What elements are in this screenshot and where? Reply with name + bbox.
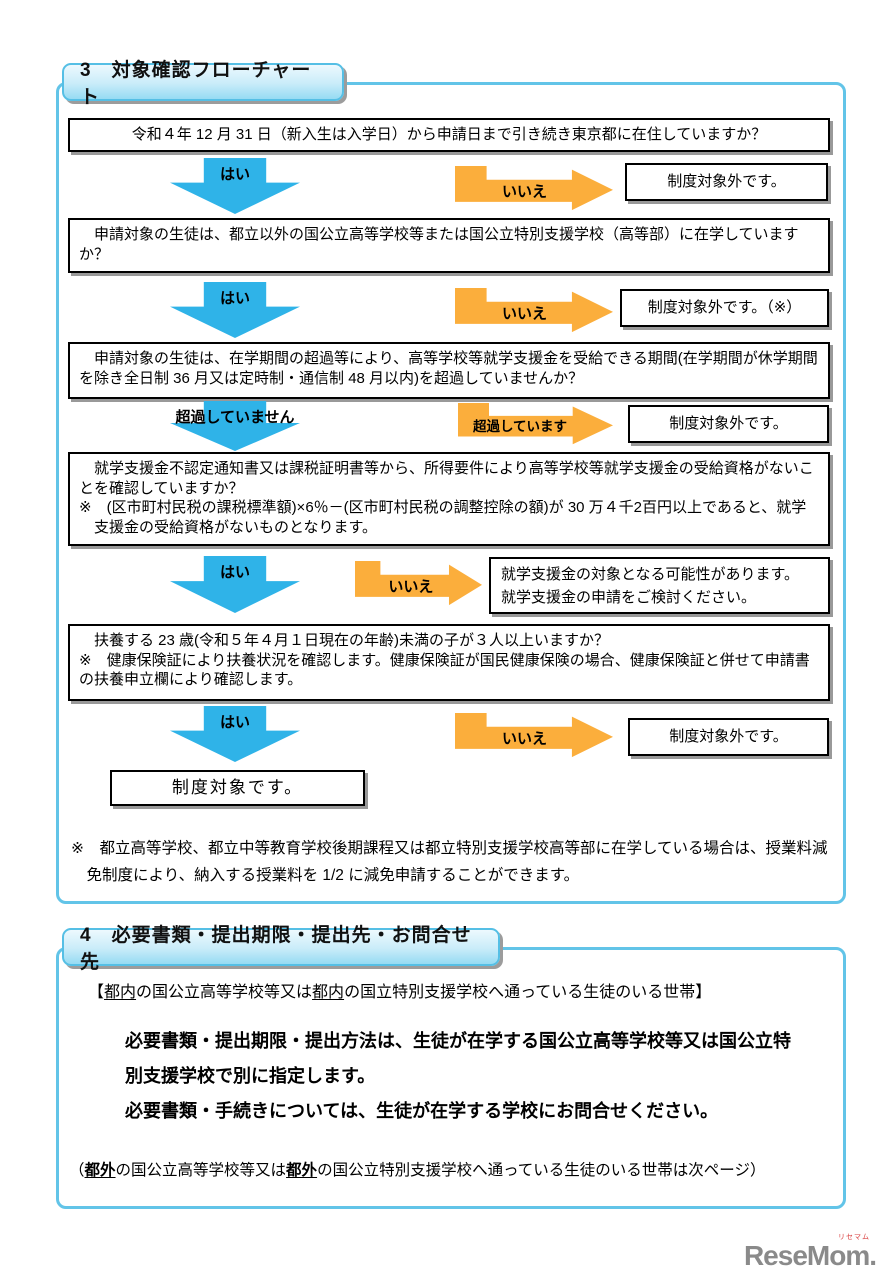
instruction-line2: 必要書類・手続きについては、生徒が在学する学校にお問合せください。 [125,1101,719,1122]
result-box-not-eligible-3: 制度対象外です。 [628,405,829,443]
question-text: 令和４年 12 月 31 日（新入生は入学日）から申請日まで引き続き東京都に在住… [131,126,767,144]
result-box-not-eligible-5: 制度対象外です。 [628,718,829,756]
instruction-line1: 必要書類・提出期限・提出方法は、生徒が在学する国公立高等学校等又は国公立特別支援… [125,1031,791,1087]
question-box-school-type: 申請対象の生徒は、都立以外の国公立高等学校等または国公立特別支援学校（高等部）に… [68,218,830,273]
no-label: いいえ [502,183,548,201]
documents-section-frame: 【都内の国公立高等学校等又は都内の国立特別支援学校へ通っている生徒のいる世帯】 … [56,947,846,1209]
no-arrow-1: いいえ [455,166,613,212]
logo-ruby-text: リセマム [838,1234,870,1241]
result-box-not-eligible-2: 制度対象外です。（※） [620,289,829,327]
documents-instructions: 必要書類・提出期限・提出方法は、生徒が在学する国公立高等学校等又は国公立特別支援… [125,1024,795,1129]
resemom-logo: リセマム ReseMom. [743,1232,877,1272]
result-text: 制度対象外です。（※） [647,299,802,317]
question-box-income-requirement: 就学支援金不認定通知書又は課税証明書等から、所得要件により高等学校等就学支援金の… [68,452,830,546]
result-text-line2: 就学支援金の申請をご検討ください。 [501,589,757,607]
yes-label: はい [219,290,251,307]
exceeded-label: 超過しています [472,419,568,435]
no-label: いいえ [502,730,548,748]
section3-header-tab: 3 対象確認フローチャート [62,60,344,108]
final-result-text: 制度対象です。 [171,777,304,797]
yes-label: はい [219,714,251,731]
result-box-not-eligible-1: 制度対象外です。 [625,163,828,201]
exceeded-arrow: 超過しています [458,403,613,446]
no-arrow-4: いいえ [355,561,482,607]
yes-arrow-5: はい [170,706,300,762]
no-label: いいえ [502,305,548,323]
flowchart-footnote: ※ 都立高等学校、都立中等教育学校後期課程又は都立特別支援学校高等部に在学してい… [71,840,828,885]
text-segment: の国公立高等学校等又は [136,984,313,1001]
yes-label: はい [219,564,251,581]
result-box-shugaku-shienkin: 就学支援金の対象となる可能性があります。 就学支援金の申請をご検討ください。 [489,557,830,614]
no-label: いいえ [388,578,434,596]
final-result-box-eligible: 制度対象です。 [110,770,365,806]
question-box-residence: 令和４年 12 月 31 日（新入生は入学日）から申請日まで引き続き東京都に在住… [68,118,830,152]
result-text-line1: 就学支援金の対象となる可能性があります。 [501,566,800,583]
next-page-note: （都外の国公立高等学校等又は都外の国公立特別支援学校へ通っている生徒のいる世帯は… [69,1158,765,1180]
text-segment: の国立特別支援学校へ通っている生徒のいる世帯】 [344,984,712,1001]
underlined-tonai: 都内 [104,984,137,1001]
question-box-enrollment-period: 申請対象の生徒は、在学期間の超過等により、高等学校等就学支援金を受給できる期間(… [68,342,830,399]
not-exceeded-arrow: 超過していません [170,401,300,451]
question-text: 扶養する 23 歳(令和５年４月１日現在の年齢)未満の子が３人以上いますか？ [79,632,610,649]
yes-label: はい [219,166,251,183]
no-arrow-5: いいえ [455,713,613,759]
underlined-togai: 都外 [84,1162,116,1179]
text-segment: の国公立高等学校等又は [115,1162,287,1179]
logo-wordmark: ReseMom. [743,1240,877,1271]
text-segment: の国公立特別支援学校へ通っている生徒のいる世帯は次ページ） [317,1162,766,1179]
yes-arrow-1: はい [170,158,300,214]
section4-header-tab: 4 必要書類・提出期限・提出先・お問合せ先 [62,925,500,973]
result-text: 制度対象外です。 [669,415,788,433]
question-note: ※ 健康保険証により扶養状況を確認します。健康保険証が国民健康保険の場合、健康保… [79,651,810,689]
not-exceeded-label: 超過していません [175,409,295,426]
question-text: 就学支援金不認定通知書又は課税証明書等から、所得要件により高等学校等就学支援金の… [79,460,814,497]
yes-arrow-4: はい [170,556,300,613]
underlined-tonai: 都内 [312,984,345,1001]
household-scope-line: 【都内の国公立高等学校等又は都内の国立特別支援学校へ通っている生徒のいる世帯】 [88,978,711,1002]
flowchart-section-frame: 令和４年 12 月 31 日（新入生は入学日）から申請日まで引き続き東京都に在住… [56,82,846,904]
section3-title: 3 対象確認フローチャート [80,60,312,108]
question-note: ※ (区市町村民税の課税標準額)×6％－(区市町村民税の調整控除の額)が 30 … [79,499,807,536]
result-text: 制度対象外です。 [669,728,788,746]
no-arrow-2: いいえ [455,288,613,334]
underlined-togai: 都外 [286,1162,318,1179]
question-text: 申請対象の生徒は、在学期間の超過等により、高等学校等就学支援金を受給できる期間(… [79,350,818,387]
result-text: 制度対象外です。 [667,173,786,191]
yes-arrow-2: はい [170,282,300,338]
question-box-dependents: 扶養する 23 歳(令和５年４月１日現在の年齢)未満の子が３人以上いますか？ ※… [68,624,830,701]
text-segment: （ [69,1162,85,1179]
text-segment: 【 [88,984,105,1001]
question-text: 申請対象の生徒は、都立以外の国公立高等学校等または国公立特別支援学校（高等部）に… [79,226,799,263]
section4-title: 4 必要書類・提出期限・提出先・お問合せ先 [80,925,472,973]
